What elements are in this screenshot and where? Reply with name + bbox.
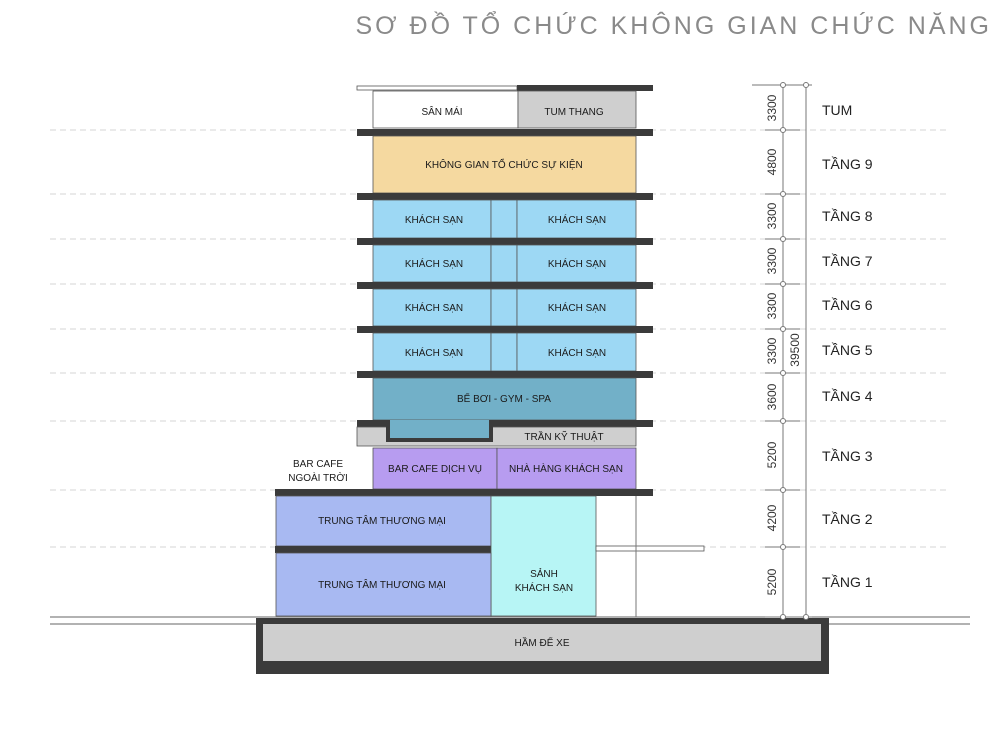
hotel-label: KHÁCH SẠN xyxy=(548,346,606,359)
dim-label: 3300 xyxy=(765,94,779,121)
hotel-restaurant-room xyxy=(496,447,637,490)
mall-label: TRUNG TÂM THƯƠNG MẠI xyxy=(318,578,446,591)
hotel-label: KHÁCH SẠN xyxy=(405,257,463,270)
dim-label: 3300 xyxy=(765,337,779,364)
floor-name: TẦNG 6 xyxy=(822,297,873,313)
dim-tick xyxy=(780,82,786,88)
slab-floor-8 xyxy=(357,238,653,245)
hotel-room xyxy=(516,288,637,327)
dim-label: 4200 xyxy=(765,504,779,531)
floor-name: TẦNG 4 xyxy=(822,388,873,404)
hotel-lobby-label: SẢNH xyxy=(530,567,558,580)
hotel-corridor xyxy=(490,244,518,283)
bar-cafe-service-room xyxy=(372,447,498,490)
hotel-lobby-label: KHÁCH SẠN xyxy=(515,581,573,594)
dim-tick xyxy=(803,614,809,620)
floor-name: TẦNG 8 xyxy=(822,208,873,224)
basement-room xyxy=(263,624,821,661)
slab-floor-2 xyxy=(275,546,491,553)
event-space-label: KHÔNG GIAN TỔ CHỨC SỰ KIỆN xyxy=(425,158,582,171)
hotel-room xyxy=(372,332,492,372)
outdoor-bar-cafe-label: NGOÀI TRỜI xyxy=(288,471,348,484)
pool-gym-spa-label: BỂ BƠI - GYM - SPA xyxy=(457,392,551,405)
slab-floor-9 xyxy=(357,193,653,200)
dim-label: 3300 xyxy=(765,247,779,274)
hotel-label: KHÁCH SẠN xyxy=(405,301,463,314)
dim-tick xyxy=(780,326,786,332)
hotel-corridor xyxy=(490,199,518,239)
slab-roof xyxy=(357,129,653,136)
floor-name: TẦNG 7 xyxy=(822,253,873,269)
stair-tower-room xyxy=(517,90,637,129)
slab-floor-6 xyxy=(357,326,653,333)
floor-name: TẦNG 5 xyxy=(822,342,873,358)
dim-label: 3300 xyxy=(765,292,779,319)
dim-tick xyxy=(780,418,786,424)
floor-name: TẦNG 9 xyxy=(822,156,873,172)
mall-label: TRUNG TÂM THƯƠNG MẠI xyxy=(318,514,446,527)
hotel-label: KHÁCH SẠN xyxy=(405,213,463,226)
dim-label: 5200 xyxy=(765,568,779,595)
floor-name: TẦNG 3 xyxy=(822,448,873,464)
technical-ceiling-label: TRẦN KỸ THUẬT xyxy=(524,430,603,443)
hotel-room xyxy=(372,288,492,327)
hotel-restaurant-label: NHÀ HÀNG KHÁCH SẠN xyxy=(509,462,623,475)
slab-floor-4 xyxy=(357,420,653,427)
hotel-corridor xyxy=(490,288,518,327)
dim-tick xyxy=(780,544,786,550)
hotel-label: KHÁCH SẠN xyxy=(548,257,606,270)
mall-room xyxy=(275,495,492,547)
dim-tick xyxy=(780,127,786,133)
dim-tick xyxy=(780,236,786,242)
pool-gym-spa-room xyxy=(372,377,637,421)
roof-parapet xyxy=(356,85,518,91)
hotel-label: KHÁCH SẠN xyxy=(548,301,606,314)
basement-label: HẦM ĐỂ XE xyxy=(514,636,569,649)
dim-ticks xyxy=(780,82,809,620)
dim-label: 3600 xyxy=(765,383,779,410)
hotel-lobby-room xyxy=(490,495,597,617)
dim-tick xyxy=(780,191,786,197)
total-height-label: 39500 xyxy=(788,333,802,367)
hotel-corridor xyxy=(490,332,518,372)
pool-basin xyxy=(390,420,489,438)
hotel-room xyxy=(516,244,637,283)
outdoor-bar-cafe-label: BAR CAFE xyxy=(293,459,343,470)
slab-floor-3 xyxy=(275,489,653,496)
event-space-room xyxy=(372,135,637,194)
dim-tick xyxy=(780,487,786,493)
dimension-chain xyxy=(752,82,812,618)
slab-floor-5 xyxy=(357,371,653,378)
dim-label: 4800 xyxy=(765,148,779,175)
floor-name: TUM xyxy=(822,102,852,118)
dim-label: 5200 xyxy=(765,441,779,468)
dim-tick xyxy=(803,82,809,88)
page-title: SƠ ĐỒ TỔ CHỨC KHÔNG GIAN CHỨC NĂNG xyxy=(355,12,992,40)
stair-tower-top-slab xyxy=(517,85,653,91)
bar-cafe-service-label: BAR CAFE DỊCH VỤ xyxy=(388,464,482,475)
hotel-label: KHÁCH SẠN xyxy=(405,346,463,359)
hotel-label: KHÁCH SẠN xyxy=(548,213,606,226)
hotel-room xyxy=(516,199,637,239)
dim-tick xyxy=(780,281,786,287)
roof-deck-label: SÂN MÁI xyxy=(421,105,462,118)
dim-label: 3300 xyxy=(765,202,779,229)
hotel-room xyxy=(516,332,637,372)
stair-tower-label: TUM THANG xyxy=(544,107,603,118)
mall-room xyxy=(275,552,492,617)
roof-deck-room xyxy=(372,90,519,129)
dim-tick xyxy=(780,614,786,620)
slab-floor-7 xyxy=(357,282,653,289)
floor-name: TẦNG 1 xyxy=(822,574,873,590)
dim-tick xyxy=(780,370,786,376)
floor-name: TẦNG 2 xyxy=(822,511,873,527)
entrance-canopy xyxy=(595,545,705,552)
